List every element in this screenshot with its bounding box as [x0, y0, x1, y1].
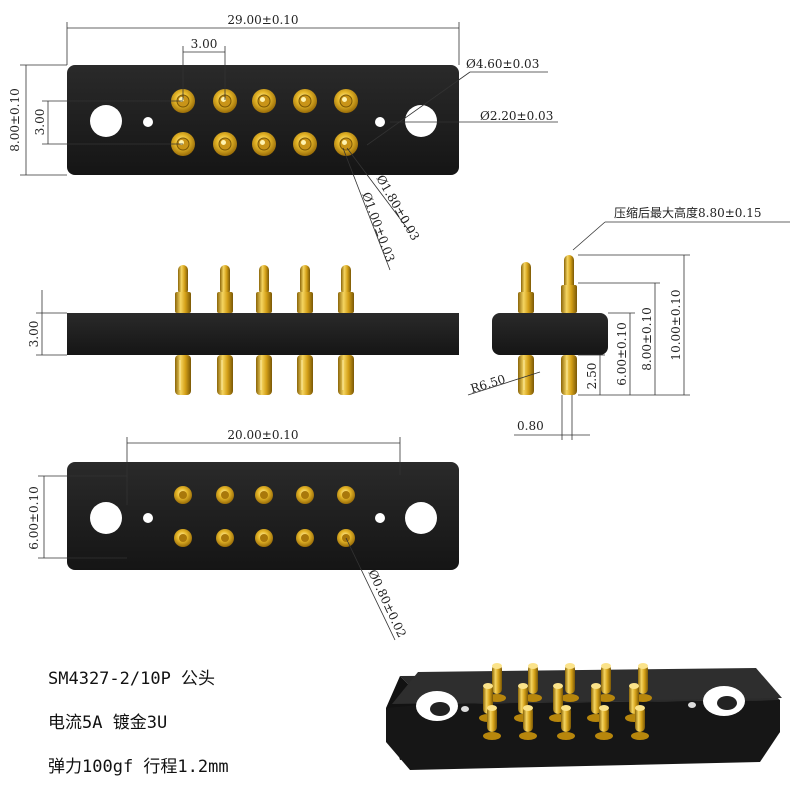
top-pin-pad	[334, 89, 358, 113]
dim-tail-length: 2.50	[585, 363, 599, 390]
side-pin-tail	[518, 355, 534, 395]
render-pin	[483, 705, 501, 740]
product-current-plating: 电流5A 镀金3U	[48, 713, 168, 733]
dim-body-height: 8.00±0.10	[8, 88, 22, 152]
render-small-hole-right	[688, 702, 696, 708]
side-pin	[561, 255, 577, 313]
front-pin-tail	[217, 355, 233, 395]
mounting-hole-left-bottom	[90, 502, 122, 534]
bottom-pin-pad	[296, 529, 314, 547]
bottom-view-body	[67, 462, 459, 570]
top-view: 29.00±0.10 3.00 8.00±0.10 3.00 Ø4.60±0.0…	[8, 13, 558, 271]
dim-compressed-height: 压缩后最大高度8.80±0.15	[614, 205, 762, 220]
side-pin-tail	[561, 355, 577, 395]
top-pin-pad	[334, 132, 358, 156]
mounting-hole-right-bottom	[405, 502, 437, 534]
front-pin	[338, 265, 354, 313]
bottom-view-pins	[174, 486, 355, 547]
render-pin	[595, 705, 613, 740]
side-view-tails	[518, 355, 577, 395]
small-hole-right	[375, 117, 385, 127]
dim-total-height: 10.00±0.10	[669, 289, 683, 360]
bottom-pin-pad	[216, 529, 234, 547]
front-pin-tail	[256, 355, 272, 395]
dim-hole-small: Ø2.20±0.03	[480, 109, 553, 123]
dim-side-height: 8.00±0.10	[640, 307, 654, 371]
small-hole-left	[143, 117, 153, 127]
side-view: 压缩后最大高度8.80±0.15 10.00±0.10 8.00±0.10 6.…	[467, 205, 790, 440]
dim-pitch: 3.00	[191, 37, 218, 51]
front-view-pins-bottom	[175, 355, 354, 395]
dim-hole-large: Ø4.60±0.03	[466, 57, 539, 71]
front-pin	[297, 265, 313, 313]
render-pins	[479, 663, 652, 740]
dim-tail-offset: 0.80	[517, 419, 544, 433]
front-pin	[175, 265, 191, 313]
side-view-body	[492, 313, 608, 355]
side-pin	[518, 262, 534, 313]
bottom-pin-pad	[216, 486, 234, 504]
render-pin	[634, 663, 652, 702]
small-hole-left-bottom	[143, 513, 153, 523]
product-model: SM4327-2/10P 公头	[48, 669, 216, 689]
dim-tail-height: 6.00±0.10	[615, 322, 629, 386]
render-small-hole-left	[461, 706, 469, 712]
top-pin-pad	[213, 89, 237, 113]
front-view: 3.00	[27, 265, 459, 395]
bottom-pin-pad	[174, 529, 192, 547]
front-pin	[217, 265, 233, 313]
bottom-pin-pad	[255, 486, 273, 504]
bottom-pin-pad	[255, 529, 273, 547]
side-view-pins	[518, 255, 577, 313]
render-pin	[561, 663, 579, 702]
render-pin	[524, 663, 542, 702]
front-pin-tail	[297, 355, 313, 395]
render-pin	[597, 663, 615, 702]
top-pin-pad	[293, 132, 317, 156]
dim-body-thickness: 3.00	[27, 321, 41, 348]
dim-pin-span: 20.00±0.10	[227, 428, 298, 442]
mounting-hole-left	[90, 105, 122, 137]
top-pin-pad	[293, 89, 317, 113]
mounting-hole-right	[405, 105, 437, 137]
product-force-stroke: 弹力100gf 行程1.2mm	[48, 757, 229, 777]
front-view-pins-top	[175, 265, 354, 313]
small-hole-right-bottom	[375, 513, 385, 523]
dim-bottom-height: 6.00±0.10	[27, 486, 41, 550]
connector-3d-render	[386, 663, 782, 770]
dim-overall-length: 29.00±0.10	[227, 13, 298, 27]
bottom-pin-pad	[174, 486, 192, 504]
front-pin-tail	[175, 355, 191, 395]
render-hole-right-inner	[717, 696, 737, 710]
bottom-pin-pad	[337, 486, 355, 504]
dim-row-pitch: 3.00	[33, 109, 47, 136]
render-pin	[519, 705, 537, 740]
bottom-pin-pad	[296, 486, 314, 504]
top-pin-pad	[213, 132, 237, 156]
front-view-body	[67, 313, 459, 355]
render-pin	[557, 705, 575, 740]
dim-radius: R6.50	[469, 372, 507, 396]
front-pin-tail	[338, 355, 354, 395]
render-pin	[631, 705, 649, 740]
top-pin-pad	[252, 89, 276, 113]
front-pin	[256, 265, 272, 313]
render-hole-left-inner	[430, 702, 450, 716]
top-view-body	[67, 65, 459, 175]
top-pin-pad	[252, 132, 276, 156]
dim-bottom-pin: Ø0.80±0.02	[365, 567, 409, 639]
bottom-view: 20.00±0.10 6.00±0.10 Ø0.80±0.02	[27, 428, 459, 641]
